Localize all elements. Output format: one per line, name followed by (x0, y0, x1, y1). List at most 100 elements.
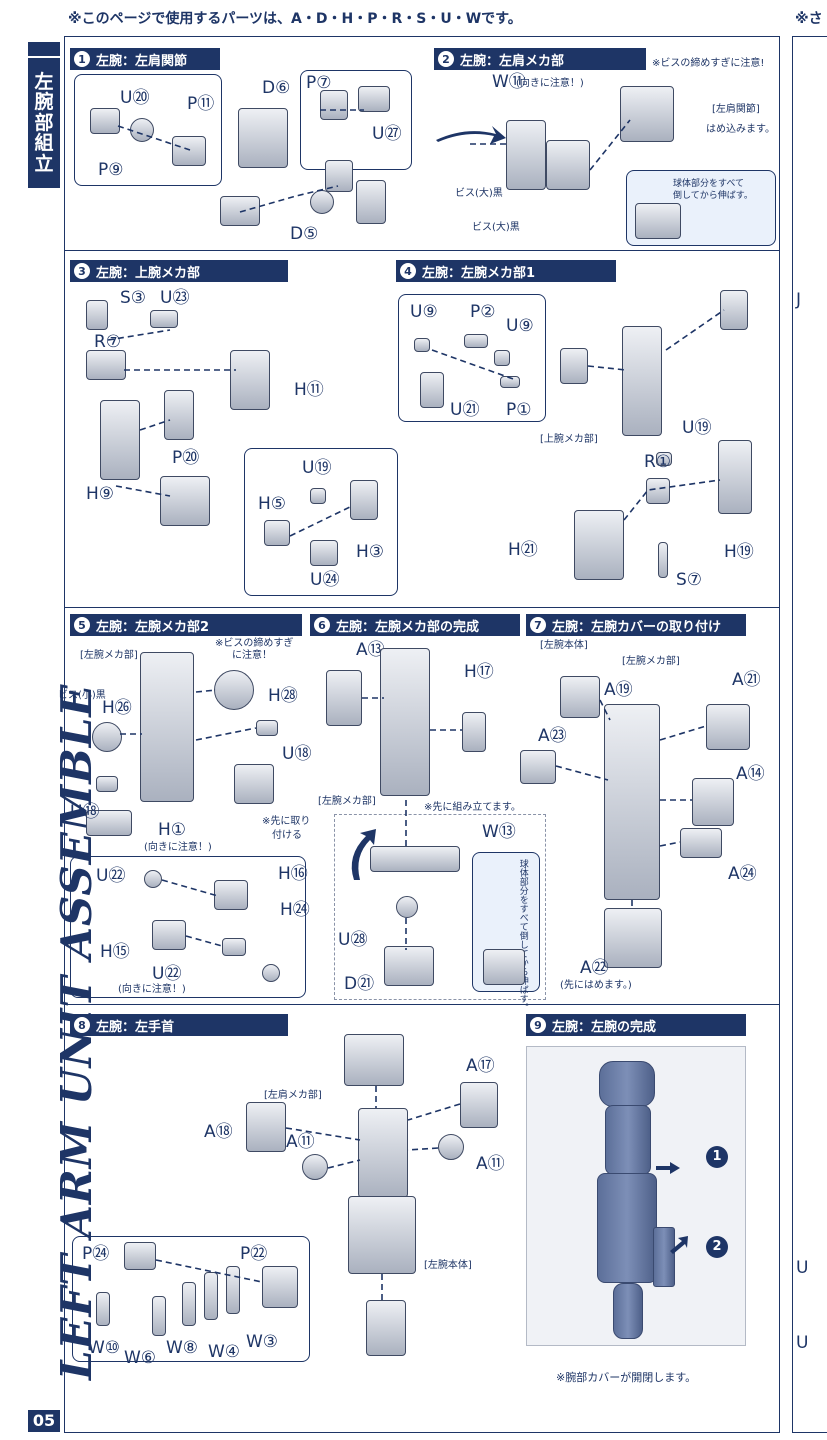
tip-text: 倒してから伸ばす。 (673, 191, 753, 201)
part-label: H⑤ (258, 494, 287, 514)
part-label: W⑬ (482, 822, 516, 842)
part-illustration (204, 1272, 218, 1320)
section-char: 部 (34, 111, 54, 134)
cover-opens-caption: ※腕部カバーが開閉します。 (556, 1371, 697, 1384)
part-illustration (348, 1196, 416, 1274)
part-illustration (160, 476, 210, 526)
part-illustration (262, 964, 280, 982)
attach-first-note: (先にはめます。) (560, 980, 632, 991)
step-number: 6 (314, 617, 330, 633)
assemble-first-note: 付ける (272, 830, 302, 841)
part-illustration (358, 86, 390, 112)
step-number: 7 (530, 617, 546, 633)
tip-text: 球体部分をすべて倒してから伸ばす。 (517, 859, 528, 1012)
part-label: A⑪ (476, 1154, 505, 1174)
subassembly-callout (74, 74, 222, 186)
step-number: 2 (438, 51, 454, 67)
part-label: U㉒ (96, 866, 126, 886)
part-illustration (680, 828, 722, 858)
part-label: U㉑ (450, 400, 480, 420)
part-illustration (646, 478, 670, 504)
part-label: H㉘ (268, 686, 298, 706)
page-number: 05 (28, 1410, 60, 1432)
part-illustration (506, 120, 546, 190)
step-title-text: 左腕：左肩メカ部 (460, 53, 565, 69)
step-title-2: 2 左腕：左肩メカ部 (434, 48, 646, 70)
step-number: 8 (74, 1017, 90, 1033)
part-label: P⑪ (187, 94, 215, 114)
part-label: A⑭ (736, 764, 765, 784)
part-illustration (262, 1266, 298, 1308)
part-label: U⑱ (282, 744, 312, 764)
part-label: D⑥ (262, 78, 291, 98)
part-illustration (380, 648, 430, 796)
part-illustration (546, 140, 590, 190)
right-edge-letter: U (796, 1333, 809, 1353)
row-divider (64, 1004, 780, 1005)
section-char: 組 (34, 132, 54, 155)
part-illustration (622, 326, 662, 436)
step-title-text: 左腕：左肩関節 (96, 53, 188, 69)
screw-caution-note: ※ビスの締めすぎ (215, 638, 294, 649)
tip-text: 球体部分をすべて (673, 179, 745, 189)
motion-step-marker: 1 (706, 1146, 728, 1168)
part-label: P㉒ (240, 1244, 268, 1264)
motion-step-marker: 2 (706, 1236, 728, 1258)
part-label: P㉔ (82, 1244, 110, 1264)
part-illustration (396, 896, 418, 918)
part-illustration (164, 390, 194, 440)
step-title-text: 左腕：左腕メカ部1 (422, 265, 536, 281)
part-illustration (604, 704, 660, 900)
part-label: R⑦ (94, 332, 122, 352)
part-label: U㉒ (152, 964, 182, 984)
orientation-note: (向きに注意！) (516, 78, 584, 89)
part-illustration (310, 190, 334, 214)
subassembly-callout (244, 448, 398, 596)
sub-assembly-box (334, 814, 546, 1000)
part-illustration (214, 880, 248, 910)
step-title-text: 左腕：上腕メカ部 (96, 265, 201, 281)
subassembly-callout (72, 1236, 310, 1362)
part-illustration (320, 90, 348, 120)
part-label: W③ (246, 1332, 279, 1352)
part-illustration (574, 510, 624, 580)
part-label: W④ (208, 1342, 241, 1362)
step-number: 4 (400, 263, 416, 279)
part-label: U⑲ (302, 458, 332, 478)
part-label: U⑨ (410, 302, 438, 322)
part-illustration (90, 108, 120, 134)
part-label: H① (158, 820, 187, 840)
part-label: W⑥ (124, 1348, 157, 1368)
part-label: A⑲ (604, 680, 633, 700)
orientation-note: (向きに注意！) (118, 984, 186, 995)
screw-caution-note: に注意！ (232, 650, 272, 661)
part-illustration (384, 946, 434, 986)
part-illustration (144, 870, 162, 888)
part-illustration (500, 376, 520, 388)
part-illustration (366, 1300, 406, 1356)
part-label: A⑬ (356, 640, 385, 660)
part-illustration (222, 938, 246, 956)
part-illustration (96, 776, 118, 792)
part-illustration (560, 676, 600, 718)
step-title-4: 4 左腕：左腕メカ部1 (396, 260, 616, 282)
part-illustration (464, 334, 488, 348)
part-label: U㉘ (338, 930, 368, 950)
part-illustration (302, 1154, 328, 1180)
section-tab: 左 腕 部 組 立 (28, 58, 60, 188)
shoulder-joint-label: [左肩関節] (712, 104, 760, 115)
part-label: H⑮ (100, 942, 130, 962)
part-illustration (520, 750, 556, 784)
arm-upper (605, 1105, 651, 1175)
part-label: A㉔ (728, 864, 757, 884)
step-number: 1 (74, 51, 90, 67)
part-illustration (414, 338, 430, 352)
part-label: H③ (356, 542, 385, 562)
row-divider (64, 250, 780, 251)
step-title-text: 左腕：左腕メカ部2 (96, 619, 210, 635)
part-label: S③ (120, 288, 147, 308)
part-label: U㉔ (310, 570, 340, 590)
